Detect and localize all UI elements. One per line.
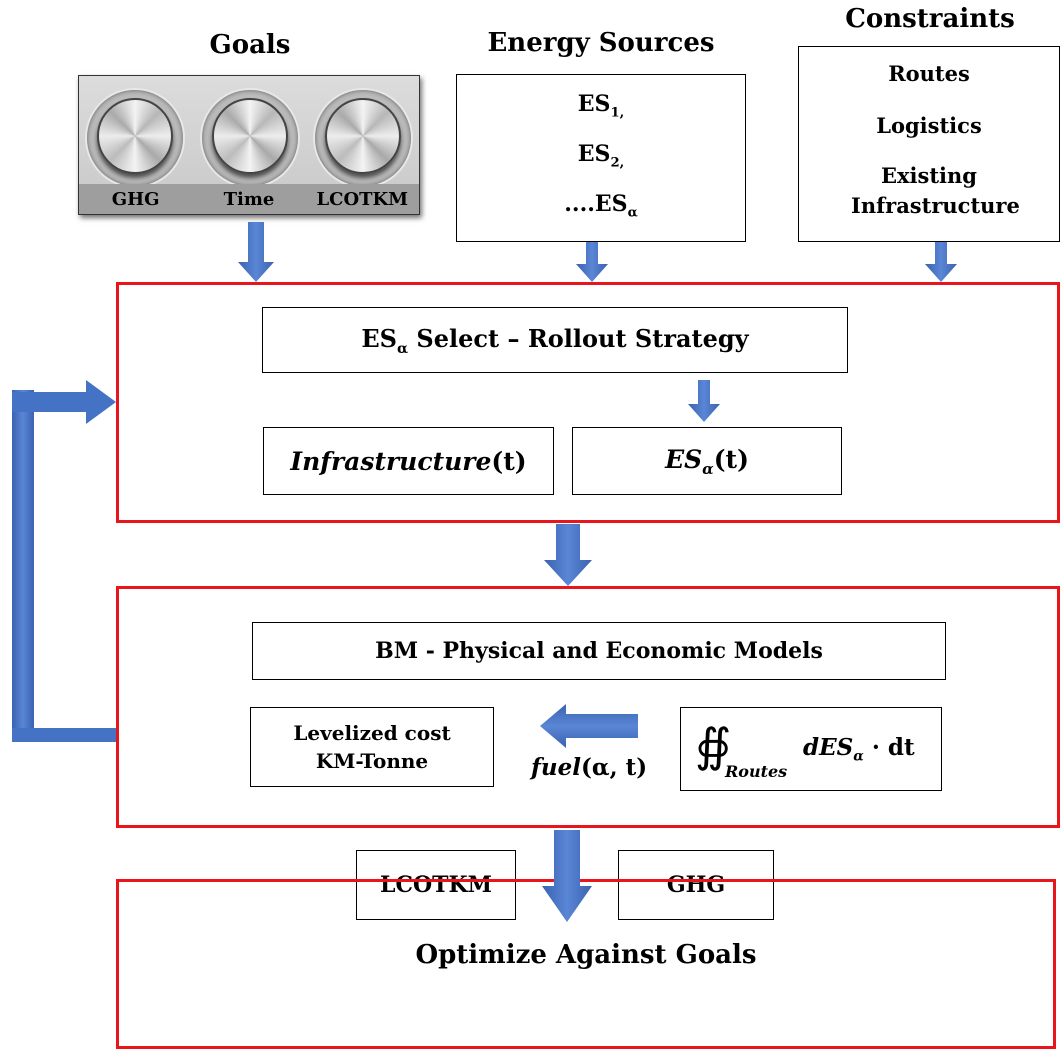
integral-routes-subscript: Routes bbox=[725, 762, 788, 781]
time-knob[interactable] bbox=[202, 90, 298, 186]
goal-label-ghg: GHG bbox=[111, 188, 160, 210]
levelized-cost-label: Levelized cost KM-Tonne bbox=[293, 721, 451, 773]
constraint-routes: Routes bbox=[888, 61, 970, 86]
feedback-loop-vertical bbox=[12, 390, 34, 740]
rollout-strategy-frame bbox=[116, 282, 1060, 523]
es-alpha-t-label: ESα(t) bbox=[665, 444, 749, 478]
lcotkm-knob[interactable] bbox=[315, 90, 411, 186]
infrastructure-t-label: Infrastructure(t) bbox=[290, 446, 527, 476]
optimize-title: Optimize Against Goals bbox=[415, 940, 757, 970]
energy-source-1: ES1, bbox=[577, 91, 625, 121]
goals-title: Goals bbox=[209, 30, 291, 60]
rollout-strategy-title: ESα Select – Rollout Strategy bbox=[361, 323, 749, 357]
fuel-left-arrow bbox=[540, 704, 638, 748]
lcotkm-output-box: LCOTKM bbox=[356, 850, 516, 920]
feedback-loop-arrowhead bbox=[86, 380, 116, 424]
constraint-logistics: Logistics bbox=[876, 113, 982, 138]
constraints-down-arrow bbox=[925, 242, 957, 282]
energy-sources-title: Energy Sources bbox=[487, 28, 715, 58]
lcotkm-output-label: LCOTKM bbox=[380, 872, 492, 898]
infrastructure-t-box: Infrastructure(t) bbox=[263, 427, 554, 495]
rollout-strategy-title-box: ESα Select – Rollout Strategy bbox=[262, 307, 848, 373]
integral-symbol: ∯ bbox=[695, 718, 732, 772]
feedback-loop-top bbox=[12, 392, 88, 412]
goals-label-bar: GHG Time LCOTKM bbox=[79, 184, 419, 214]
goal-label-lcotkm: LCOTKM bbox=[316, 188, 409, 210]
route-integral-box: ∯ Routes dESα · dt bbox=[680, 707, 942, 791]
bm-to-optimize-arrow bbox=[542, 830, 592, 922]
constraint-existing-infrastructure: Existing Infrastructure bbox=[851, 163, 1020, 218]
es-alpha-t-box: ESα(t) bbox=[572, 427, 842, 495]
bm-title: BM - Physical and Economic Models bbox=[375, 638, 823, 664]
constraints-box: Routes Logistics Existing Infrastructure bbox=[798, 46, 1060, 242]
integral-expression: dESα · dt bbox=[803, 734, 915, 765]
feedback-loop-bottom bbox=[12, 728, 116, 742]
energy-source-alpha: ....ESα bbox=[564, 191, 638, 221]
energy-sources-box: ES1, ES2, ....ESα bbox=[456, 74, 746, 242]
goals-panel: GHG Time LCOTKM bbox=[78, 75, 420, 215]
ghg-output-label: GHG bbox=[666, 872, 726, 898]
goals-down-arrow bbox=[238, 222, 274, 282]
energy-source-2: ES2, bbox=[577, 141, 625, 171]
bm-title-box: BM - Physical and Economic Models bbox=[252, 622, 946, 680]
ghg-knob[interactable] bbox=[87, 90, 183, 186]
fuel-alpha-t-label: fuel(α, t) bbox=[531, 754, 648, 781]
rollout-inner-down-arrow bbox=[688, 380, 720, 422]
goal-label-time: Time bbox=[223, 188, 275, 210]
ghg-output-box: GHG bbox=[618, 850, 774, 920]
levelized-cost-box: Levelized cost KM-Tonne bbox=[250, 707, 494, 787]
rollout-to-bm-arrow bbox=[544, 524, 592, 586]
constraints-title: Constraints bbox=[845, 4, 1015, 34]
energy-sources-down-arrow bbox=[576, 242, 608, 282]
bm-models-frame bbox=[116, 586, 1060, 828]
